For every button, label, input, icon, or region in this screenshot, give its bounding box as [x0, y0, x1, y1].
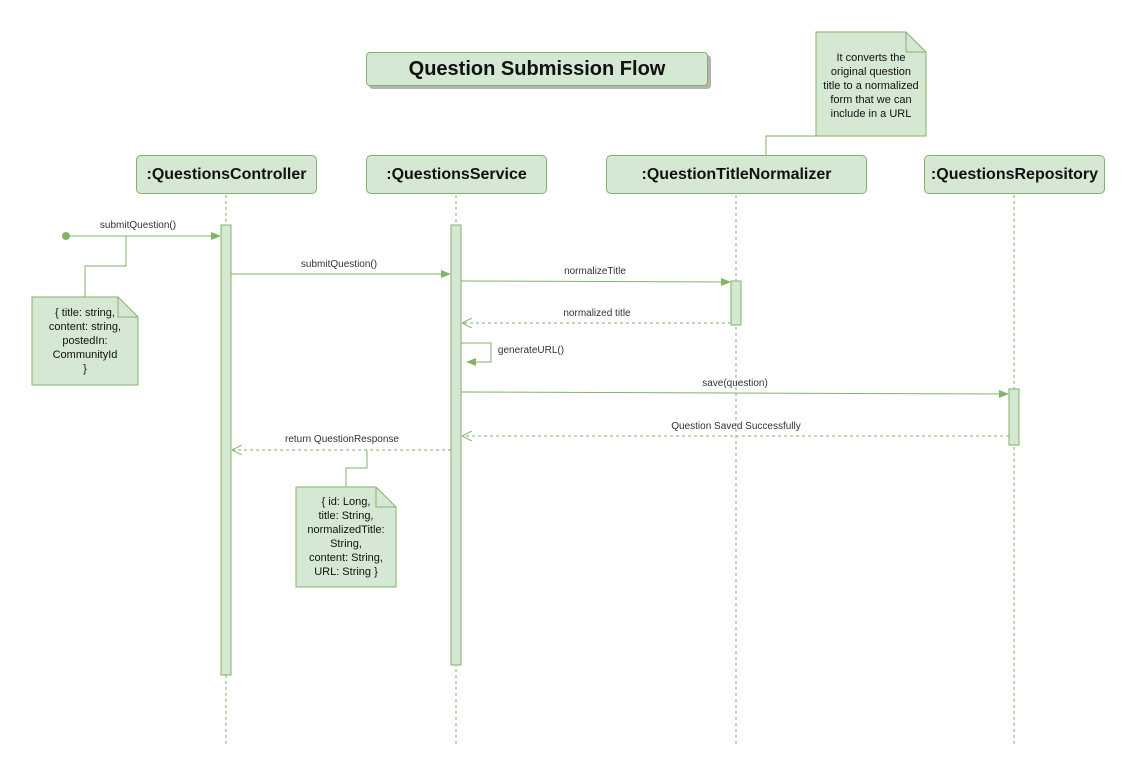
- lifeline-header-service: :QuestionsService: [366, 155, 547, 194]
- note-normalizer-info-text: It converts the original question title …: [823, 52, 919, 120]
- note-connector-normalizer: [765, 135, 871, 155]
- note-response-body-fold: [375, 487, 396, 508]
- label-save-question: save(question): [702, 378, 768, 389]
- arrow-generate-url: [461, 342, 492, 366]
- activation-normalizer: [730, 280, 742, 326]
- label-normalized-title-return: normalized title: [563, 308, 631, 319]
- label-submit-question-service: submitQuestion(): [300, 259, 378, 270]
- label-normalize-title: normalizeTitle: [564, 266, 626, 277]
- label-generate-url: generateURL(): [497, 345, 565, 356]
- activation-service: [450, 224, 462, 666]
- diagram-title: Question Submission Flow: [366, 52, 708, 86]
- activation-repository: [1008, 388, 1020, 446]
- note-normalizer-info: [815, 31, 927, 137]
- arrow-normalize-title: [460, 277, 731, 286]
- lifeline-header-controller: :QuestionsController: [136, 155, 317, 194]
- label-return-response: return QuestionResponse: [285, 434, 399, 445]
- note-normalizer-info-fold: [905, 32, 926, 53]
- lifeline-header-normalizer: :QuestionTitleNormalizer: [606, 155, 867, 194]
- note-request-body-text: { title: string, content: string, posted…: [48, 307, 122, 375]
- note-request-body: [31, 296, 139, 386]
- label-submit-question-in: submitQuestion(): [99, 220, 177, 231]
- activation-controller: [220, 224, 232, 676]
- note-response-body-text: { id: Long, title: String, normalizedTit…: [307, 496, 385, 578]
- note-connector-response: [345, 450, 368, 487]
- note-connector-request: [84, 236, 127, 297]
- label-saved-return: Question Saved Successfully: [671, 421, 801, 432]
- lifeline-header-repository: :QuestionsRepository: [924, 155, 1105, 194]
- arrow-save-question: [460, 389, 1009, 398]
- note-response-body: [295, 486, 397, 588]
- note-request-body-fold: [117, 297, 138, 318]
